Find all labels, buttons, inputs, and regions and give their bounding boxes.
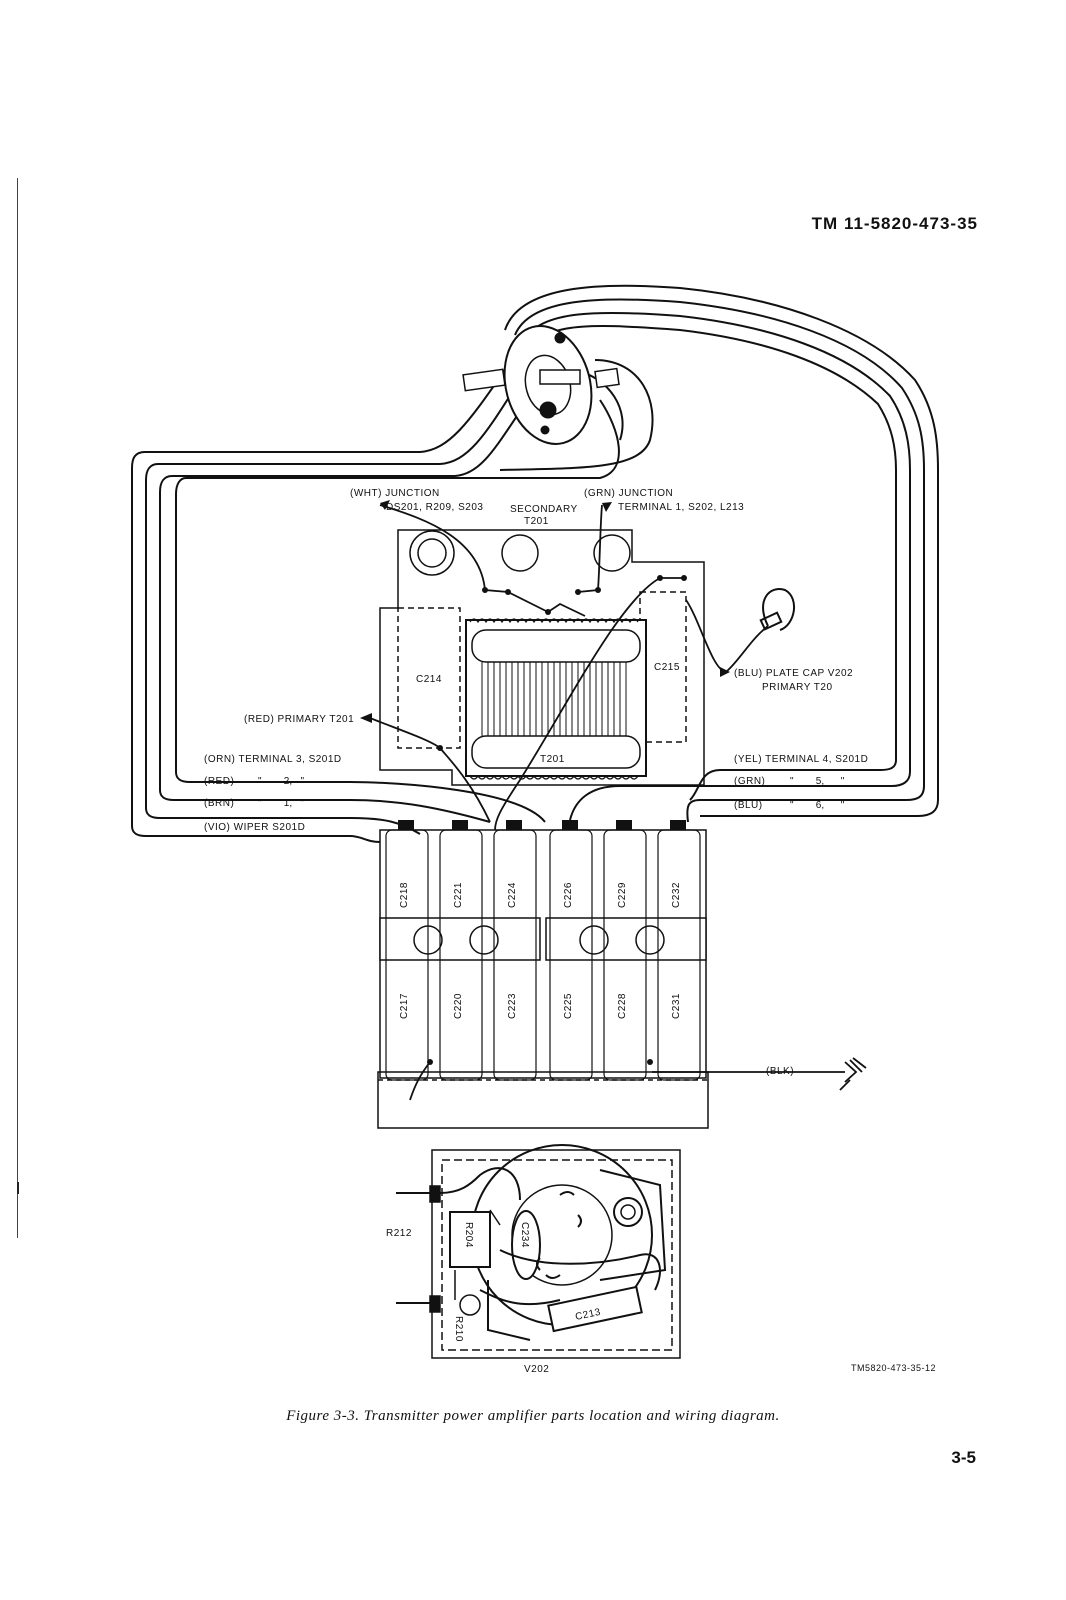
wire-grn-junction: [577, 504, 603, 593]
harness-loop-2: [514, 298, 925, 801]
capacitor-label-c223: C223: [507, 993, 518, 1019]
label-secondary-t201: T201: [524, 516, 549, 527]
label-blu-primary: PRIMARY T20: [762, 682, 833, 693]
harness-loop-4: [534, 325, 897, 771]
document-number: TM 11-5820-473-35: [811, 214, 978, 233]
label-secondary: SECONDARY: [510, 504, 578, 515]
capacitor-label-c220: C220: [453, 993, 464, 1019]
harness-left-4: [175, 399, 620, 823]
label-blu-6: (BLU): [734, 800, 763, 811]
capacitor-label-c221: C221: [453, 882, 464, 908]
harness-loop-3: [524, 311, 911, 787]
label-t201: T201: [540, 754, 565, 765]
capacitor-labels-top: C218 C221 C224 C226 C229 C232: [399, 882, 682, 908]
wire-blu: [686, 799, 880, 823]
label-c234: C234: [519, 1222, 530, 1248]
wire-long-diag: [494, 577, 661, 831]
label-yel-terminal: (YEL) TERMINAL 4, S201D: [734, 754, 868, 765]
capacitor-labels-bottom: C217 C220 C223 C225 C228 C231: [399, 993, 682, 1019]
label-v202: V202: [524, 1364, 549, 1375]
label-wht-junction: (WHT) JUNCTION: [350, 488, 440, 499]
margin-rule: [17, 178, 18, 1238]
capacitor-bank: [377, 829, 709, 1129]
capacitor-terminals: [398, 820, 686, 1065]
wire-yel: [689, 769, 880, 801]
label-grn-5: (GRN): [734, 776, 765, 787]
harness-left-5: [499, 359, 654, 471]
wire-wht-junction: [379, 504, 549, 613]
harness-left-outer: [131, 369, 506, 843]
label-red-primary: (RED) PRIMARY T201: [244, 714, 354, 725]
transformer-t201: [465, 618, 647, 780]
label-r210: R210: [453, 1316, 464, 1342]
label-c215: C215: [654, 662, 680, 673]
label-blk: (BLK): [766, 1066, 794, 1077]
label-red-2-detail: " 2, ": [258, 776, 304, 787]
label-c214: C214: [416, 674, 442, 685]
wire-t201-link: [547, 602, 586, 617]
ground-symbol: [839, 1057, 867, 1091]
wire-grn: [569, 785, 880, 821]
figure-caption: Figure 3-3. Transmitter power amplifier …: [286, 1408, 780, 1424]
margin-tick: [17, 1182, 19, 1194]
figure-id: TM5820-473-35-12: [850, 1363, 936, 1373]
capacitor-label-c218: C218: [399, 882, 410, 908]
label-vio-wiper: (VIO) WIPER S201D: [204, 822, 305, 833]
capacitor-label-c217: C217: [399, 993, 410, 1019]
label-grn-junction-detail: TERMINAL 1, S202, L213: [618, 502, 744, 513]
tube-socket-assembly: [396, 1144, 681, 1359]
label-brn-1-detail: " 1, ": [258, 798, 304, 809]
label-grn-5-detail: " 5, ": [790, 776, 845, 787]
capacitor-label-c229: C229: [617, 882, 628, 908]
wire-red-primary: [369, 717, 441, 749]
label-r204: R204: [463, 1222, 474, 1248]
diagram-labels: (WHT) JUNCTION DS201, R209, S203 SECONDA…: [204, 488, 868, 1375]
label-brn-1: (BRN): [204, 798, 234, 809]
harness-loop-outer: [504, 284, 939, 817]
label-blu-6-detail: " 6, ": [790, 800, 845, 811]
label-blu-plate-cap: (BLU) PLATE CAP V202: [734, 668, 853, 679]
capacitor-label-c224: C224: [507, 882, 518, 908]
label-grn-junction: (GRN) JUNCTION: [584, 488, 673, 499]
capacitor-label-c225: C225: [563, 993, 574, 1019]
harness-left-3: [159, 389, 536, 823]
label-c213: C213: [574, 1307, 602, 1323]
label-r212: R212: [386, 1228, 412, 1239]
wire-plate-cap: [725, 625, 769, 673]
capacitor-label-c232: C232: [671, 882, 682, 908]
transformer-assembly: [379, 529, 705, 786]
rotary-switch: [462, 325, 620, 445]
label-wht-junction-detail: DS201, R209, S203: [386, 502, 483, 513]
harness-left-2: [145, 379, 521, 835]
page-number: 3-5: [951, 1448, 976, 1467]
plate-cap-clip: [759, 588, 795, 631]
capacitor-label-c226: C226: [563, 882, 574, 908]
wire-c214: [439, 747, 491, 823]
capacitor-label-c231: C231: [671, 993, 682, 1019]
label-orn-terminal: (ORN) TERMINAL 3, S201D: [204, 754, 342, 765]
capacitor-label-c228: C228: [617, 993, 628, 1019]
label-red-2: (RED): [204, 776, 234, 787]
wire-primary-blu: [685, 599, 727, 673]
wire-ground-return: [409, 1061, 431, 1101]
